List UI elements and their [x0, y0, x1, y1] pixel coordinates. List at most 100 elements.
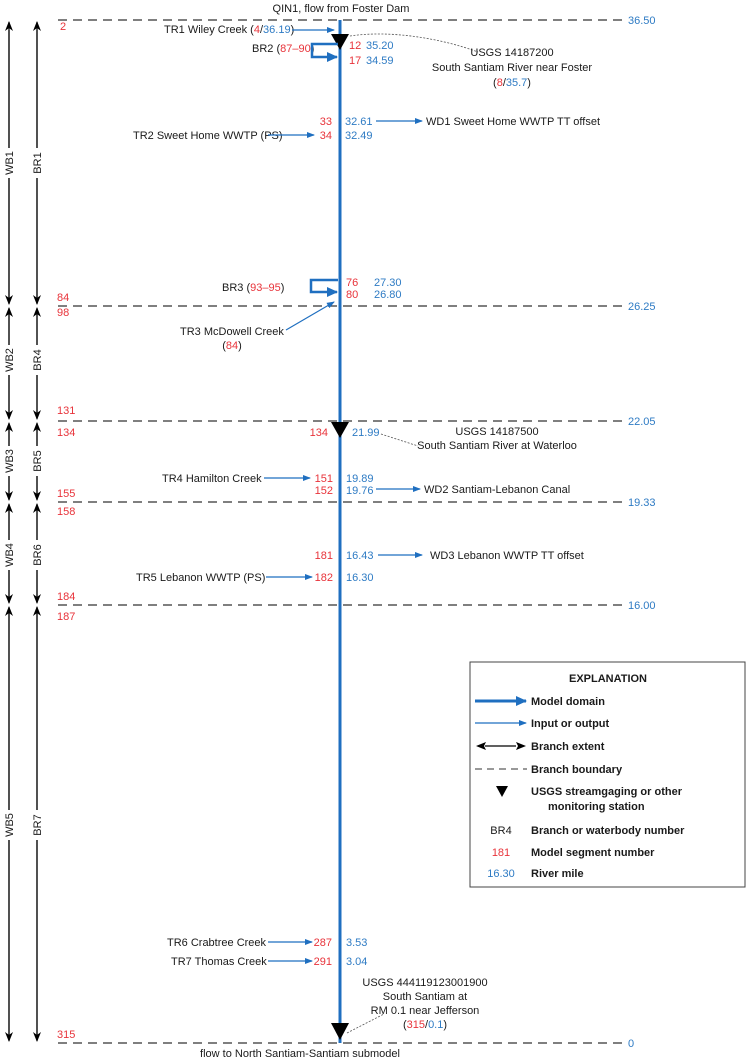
title-bottom: flow to North Santiam-Santiam submodel	[200, 1048, 400, 1060]
river-mile: 3.53	[346, 937, 367, 949]
river-mile: 27.30	[374, 277, 402, 289]
boundary-seg: 187	[57, 611, 75, 623]
station-marker-foster	[331, 34, 349, 50]
branch-label: BR6	[32, 544, 44, 565]
legend: EXPLANATION Model domain Input or output…	[469, 661, 746, 888]
waterbody-label: WB2	[4, 348, 16, 372]
legend-sample-segment: 181	[492, 847, 510, 859]
river-mile: 16.43	[346, 550, 374, 562]
boundary-rm: 26.25	[628, 301, 656, 313]
legend-title: EXPLANATION	[569, 673, 647, 685]
river-mile: 34.59	[366, 55, 394, 67]
boundary-seg: 184	[57, 591, 75, 603]
legend-label: Input or output	[531, 718, 610, 730]
side-branch-arrow	[309, 278, 338, 297]
tributary-label: TR7 Thomas Creek	[171, 956, 267, 968]
station-marker-waterloo	[331, 422, 349, 438]
boundary-seg: 155	[57, 488, 75, 500]
river-mile: 35.20	[366, 40, 394, 52]
station-rm: 21.99	[352, 427, 380, 439]
segment: 287	[314, 937, 332, 949]
legend-label: Model segment number	[531, 847, 655, 859]
boundary-seg: 131	[57, 405, 75, 417]
boundary-seg: 2	[60, 21, 66, 33]
legend-label: Model domain	[531, 696, 605, 708]
branch-label: BR4	[32, 349, 44, 370]
river-mile: 32.61	[345, 116, 373, 128]
boundary-rm: 16.00	[628, 600, 656, 612]
station-leader	[349, 33, 479, 53]
segment: 12	[349, 40, 361, 52]
segment: 80	[346, 289, 358, 301]
station-id: USGS 14187200	[470, 47, 553, 59]
tributary-label: TR2 Sweet Home WWTP (PS)	[133, 130, 283, 142]
station-name: South Santiam at	[383, 991, 467, 1003]
legend-sample-branch: BR4	[490, 825, 511, 837]
station-seg-rm: (8/35.7)	[493, 77, 531, 89]
station-seg-rm: (315/0.1)	[403, 1019, 447, 1031]
segment: 151	[315, 473, 333, 485]
river-mile: 32.49	[345, 130, 373, 142]
legend-label: Branch extent	[531, 741, 605, 753]
river-mile: 19.89	[346, 473, 374, 485]
river-mile: 3.04	[346, 956, 367, 968]
legend-label: River mile	[531, 868, 584, 880]
withdrawal-label: WD1 Sweet Home WWTP TT offset	[426, 116, 600, 128]
tributary-arrow	[285, 301, 335, 331]
station-name: RM 0.1 near Jefferson	[371, 1005, 480, 1017]
segment: 33	[320, 116, 332, 128]
extent-labels: WB1 BR1 WB2 BR4 WB3 BR5 WB4 BR6 WB5 BR7	[3, 148, 44, 840]
station-seg: 134	[310, 427, 328, 439]
tributary-label: TR5 Lebanon WWTP (PS)	[136, 572, 265, 584]
segment: 181	[315, 550, 333, 562]
segment: 17	[349, 55, 361, 67]
waterbody-label: WB3	[4, 449, 16, 473]
branch-boundaries	[58, 19, 622, 1044]
station-id: USGS 14187500	[455, 426, 538, 438]
legend-label: Branch or waterbody number	[531, 825, 685, 837]
legend-label: monitoring station	[548, 801, 645, 813]
river-mile: 26.80	[374, 289, 402, 301]
segment: 152	[315, 485, 333, 497]
station-leader	[380, 433, 419, 447]
side-branch-label: BR3 (93–95)	[222, 282, 284, 294]
branch-label: BR1	[32, 152, 44, 173]
boundary-seg: 315	[57, 1029, 75, 1041]
legend-label: Branch boundary	[531, 764, 623, 776]
segment: 34	[320, 130, 332, 142]
withdrawal-label: WD3 Lebanon WWTP TT offset	[430, 550, 584, 562]
station-id: USGS 444119123001900	[362, 977, 487, 989]
boundary-seg: 158	[57, 506, 75, 518]
legend-label: USGS streamgaging or other	[531, 786, 683, 798]
branch-label: BR7	[32, 814, 44, 835]
tributary-label: TR4 Hamilton Creek	[162, 473, 262, 485]
title-top: QIN1, flow from Foster Dam	[273, 3, 410, 15]
boundary-seg: 84	[57, 292, 69, 304]
tributary-seg: (84)	[222, 340, 242, 352]
station-marker-jefferson	[331, 1023, 349, 1040]
segment: 291	[314, 956, 332, 968]
side-branch-arrow	[310, 42, 338, 62]
boundary-seg: 134	[57, 427, 75, 439]
river-mile: 19.76	[346, 485, 374, 497]
waterbody-label: WB1	[4, 151, 16, 175]
legend-sample-river-mile: 16.30	[487, 868, 515, 880]
tributary-label: TR3 McDowell Creek	[180, 326, 284, 338]
waterbody-label: WB5	[4, 813, 16, 837]
tributary-label: TR1 Wiley Creek (4/36.19)	[164, 24, 294, 36]
boundary-seg: 98	[57, 307, 69, 319]
boundary-rm: 36.50	[628, 15, 656, 27]
side-branch-label: BR2 (87–90)	[252, 43, 314, 55]
withdrawal-label: WD2 Santiam-Lebanon Canal	[424, 484, 570, 496]
station-name: South Santiam River at Waterloo	[417, 440, 577, 452]
boundary-rm: 0	[628, 1038, 634, 1050]
branch-label: BR5	[32, 450, 44, 471]
legend-station-icon	[496, 786, 508, 797]
segment: 182	[315, 572, 333, 584]
boundary-rm: 19.33	[628, 497, 656, 509]
waterbody-label: WB4	[4, 543, 16, 567]
tributary-label: TR6 Crabtree Creek	[167, 937, 267, 949]
station-name: South Santiam River near Foster	[432, 62, 593, 74]
boundary-rm: 22.05	[628, 416, 656, 428]
